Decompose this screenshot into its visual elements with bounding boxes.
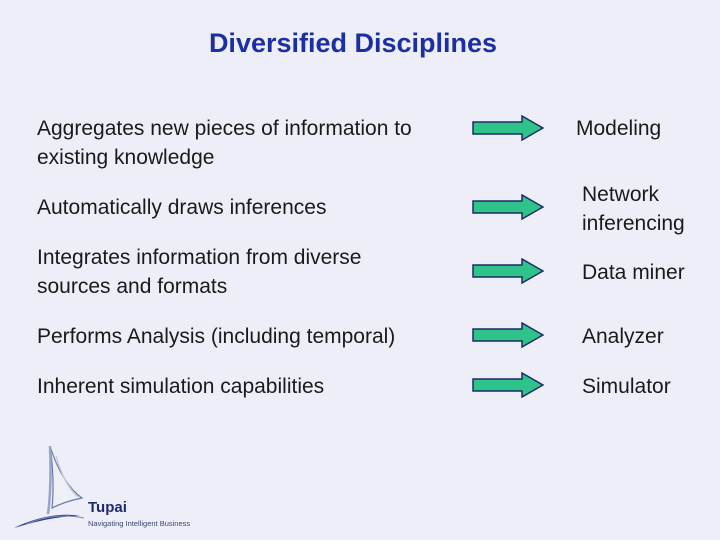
arrow-right-icon [472,115,544,141]
discipline-simulator: Simulator [582,375,671,398]
discipline-data-miner: Data miner [582,261,685,284]
capability-integrates: Integrates information from diverse sour… [37,246,362,298]
arrow-right-icon [472,322,544,348]
capability-aggregates: Aggregates new pieces of information to … [37,117,412,169]
capability-inferences: Automatically draws inferences [37,196,327,219]
discipline-network-inferencing: Network inferencing [582,183,685,235]
arrow-right-icon [472,258,544,284]
arrow-right-icon [472,372,544,398]
logo-tagline: Navigating Intelligent Business [88,519,190,528]
logo-wordmark: Tupai [88,499,127,516]
capability-simulation: Inherent simulation capabilities [37,375,325,398]
slide-title: Diversified Disciplines [208,28,498,58]
discipline-analyzer: Analyzer [582,325,664,348]
tupai-logo: Tupai Navigating Intelligent Business [14,445,190,528]
capability-analysis: Performs Analysis (including temporal) [37,325,396,348]
arrow-right-icon [472,194,544,220]
discipline-modeling: Modeling [576,117,662,140]
